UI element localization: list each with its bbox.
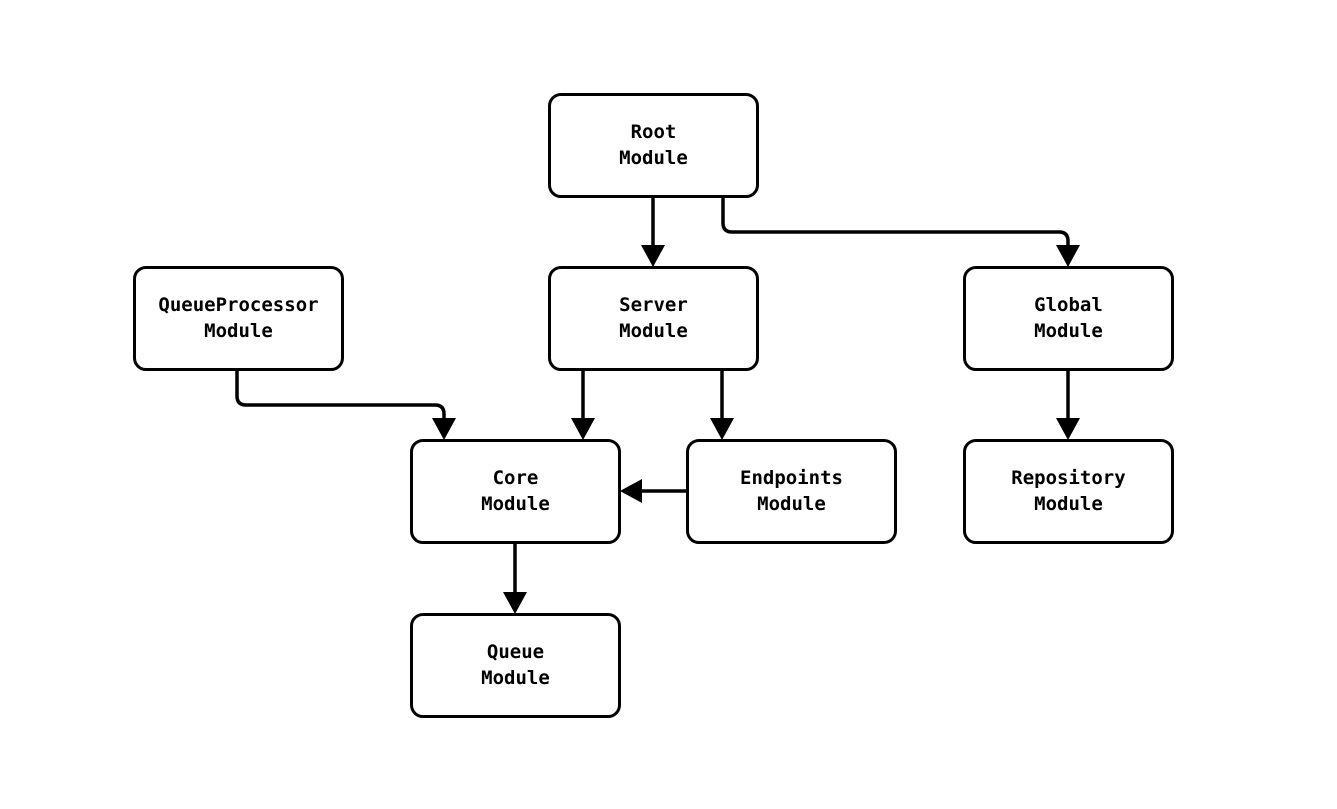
edge-queueprocessor-to-core (235, 371, 456, 440)
node-server-label: Server Module (619, 294, 688, 342)
node-queueprocessor[interactable]: QueueProcessor Module (133, 266, 344, 371)
edge-root-to-global (721, 198, 1080, 267)
node-endpoints[interactable]: Endpoints Module (686, 439, 897, 544)
node-global-label: Global Module (1034, 294, 1103, 342)
node-queue[interactable]: Queue Module (410, 613, 621, 718)
edge-server-to-core (571, 371, 595, 440)
node-global[interactable]: Global Module (963, 266, 1174, 371)
node-root-label: Root Module (619, 121, 688, 169)
edge-endpoints-to-core (620, 479, 688, 503)
node-repository[interactable]: Repository Module (963, 439, 1174, 544)
node-core-label: Core Module (481, 467, 550, 515)
node-endpoints-label: Endpoints Module (740, 467, 843, 515)
edge-root-to-server (641, 198, 665, 267)
edge-core-to-queue (503, 544, 527, 614)
node-core[interactable]: Core Module (410, 439, 621, 544)
edge-global-to-repository (1056, 371, 1080, 440)
node-root[interactable]: Root Module (548, 93, 759, 198)
edge-server-to-endpoints (710, 371, 734, 440)
node-queueprocessor-label: QueueProcessor Module (158, 294, 319, 342)
node-server[interactable]: Server Module (548, 266, 759, 371)
node-queue-label: Queue Module (481, 641, 550, 689)
node-repository-label: Repository Module (1011, 467, 1126, 515)
